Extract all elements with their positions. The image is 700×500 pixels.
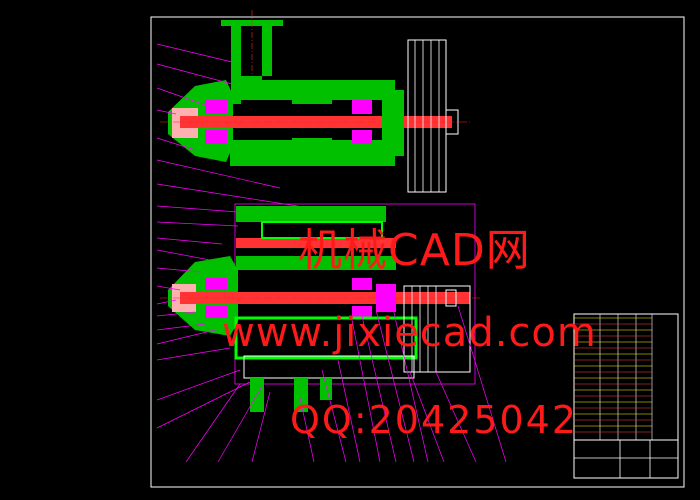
upper-rotor [261,221,383,239]
bearing-right-upper [352,100,372,114]
top-section-view [156,10,470,209]
upper-shaft [236,238,396,248]
housing-bottom-wall [230,140,395,166]
lower-shaft [180,292,470,304]
bottom-section-view [156,203,507,463]
bearing-bottom-left-lower [205,306,227,318]
pulley-top [407,39,459,193]
outlet-pipe-middle [294,378,308,412]
inlet-pipe-right [262,24,272,76]
bearing-left-lower [205,130,227,144]
lower-housing [234,316,418,360]
bearing-bottom-right-lower [352,306,372,318]
rotor-lower [292,138,332,150]
cover-plate [236,206,386,222]
pulley-bottom [403,285,471,373]
bearing-right-lower [352,130,372,144]
leaders-bottom [185,303,507,463]
coupling [376,284,396,312]
rotor-upper [292,92,332,104]
leaders-left [156,205,251,429]
right-bearing-housing [382,90,404,156]
bearing-left-upper [205,100,227,114]
middle-web [236,256,396,270]
watermark-title: 机械CAD网 [298,225,531,276]
outlet-pipe-right [320,378,332,400]
watermark-url: www.jixiecad.com [222,310,597,356]
title-block-rows [574,317,652,433]
housing-top-wall [241,76,395,100]
inlet-pipe-left [231,24,241,104]
watermark-qq: QQ:20425042 [290,398,579,442]
sheet-border [150,16,685,488]
bearing-bottom-right-upper [352,278,372,290]
bearing-bottom-left-upper [205,278,227,290]
